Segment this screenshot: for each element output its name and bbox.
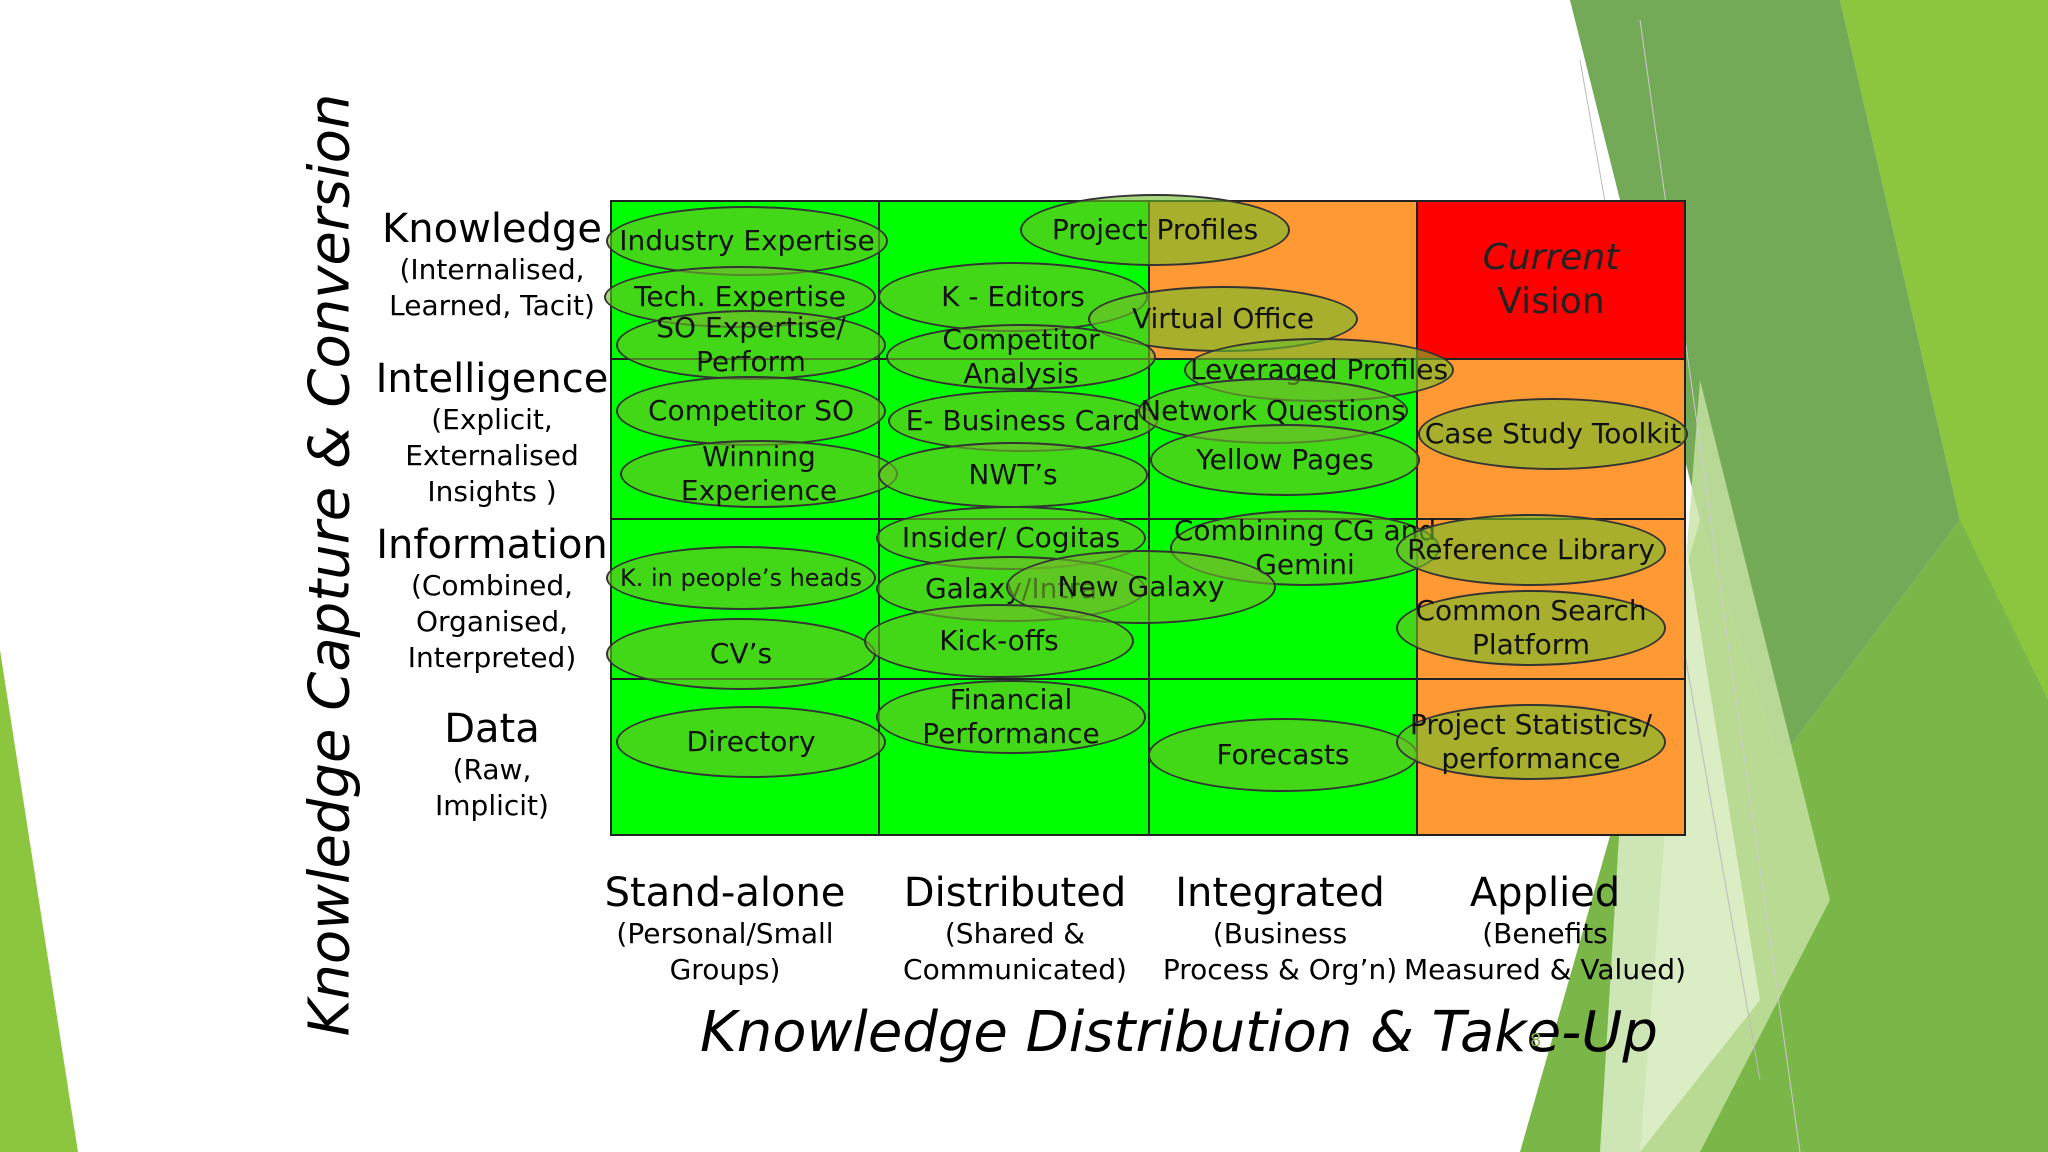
oval-k-editors: K - Editors [878, 262, 1148, 332]
col-subtitle: (Business Process & Org’n) [1162, 917, 1398, 986]
col-subtitle: (Benefits Measured & Valued) [1404, 917, 1686, 986]
oval-e-business-card: E- Business Card [888, 390, 1158, 452]
y-axis-title: Knowledge Capture & Conversion [297, 93, 363, 1037]
col-subtitle: (Shared & Communicated) [903, 917, 1127, 986]
col-label-standalone: Stand-alone (Personal/Small Groups) [590, 870, 860, 988]
oval-cvs: CV’s [606, 618, 876, 690]
col-title: Integrated [1175, 870, 1385, 916]
vision-line1: Current [1482, 237, 1620, 278]
oval-kick-offs: Kick-offs [864, 604, 1134, 678]
oval-project-profiles: Project Profiles [1020, 194, 1290, 266]
page-number: 8 [1530, 1030, 1542, 1051]
col-title: Stand-alone [604, 870, 846, 916]
row-label-knowledge: Knowledge (Internalised, Learned, Tacit) [372, 206, 612, 324]
row-subtitle: (Raw, Implicit) [435, 753, 549, 822]
col-title: Applied [1469, 870, 1621, 916]
oval-project-statistics: Project Statistics/ performance [1396, 704, 1666, 780]
row-subtitle: (Explicit, Externalised Insights ) [405, 403, 579, 508]
oval-forecasts: Forecasts [1148, 718, 1418, 792]
oval-nwts: NWT’s [878, 442, 1148, 508]
oval-k-in-peoples-heads: K. in people’s heads [606, 546, 876, 610]
row-title: Information [376, 522, 608, 568]
row-label-data: Data (Raw, Implicit) [372, 706, 612, 824]
oval-directory: Directory [616, 706, 886, 778]
oval-common-search-platform: Common Search Platform [1396, 590, 1666, 666]
oval-reference-library: Reference Library [1396, 514, 1666, 586]
col-label-applied: Applied (Benefits Measured & Valued) [1400, 870, 1690, 988]
oval-competitor-analysis: Competitor Analysis [886, 323, 1156, 390]
row-label-intelligence: Intelligence (Explicit, Externalised Ins… [372, 356, 612, 510]
oval-yellow-pages: Yellow Pages [1150, 424, 1420, 496]
row-title: Data [444, 706, 540, 752]
oval-case-study-toolkit: Case Study Toolkit [1418, 398, 1688, 470]
row-title: Knowledge [382, 206, 602, 252]
left-green-shard [0, 650, 78, 1152]
oval-competitor-so: Competitor SO [616, 376, 886, 446]
x-axis-title: Knowledge Distribution & Take-Up [700, 1000, 1658, 1065]
vision-line2: Vision [1497, 281, 1605, 322]
oval-financial-performance: Financial Performance [876, 680, 1146, 754]
current-vision-label: Current Vision [1418, 202, 1684, 358]
right-dark-green-shard [1570, 0, 1960, 760]
row-title: Intelligence [375, 356, 609, 402]
col-label-distributed: Distributed (Shared & Communicated) [880, 870, 1150, 988]
row-subtitle: (Internalised, Learned, Tacit) [389, 253, 595, 322]
col-subtitle: (Personal/Small Groups) [616, 917, 834, 986]
row-subtitle: (Combined, Organised, Interpreted) [407, 569, 577, 674]
oval-winning-experience: Winning Experience [620, 440, 898, 508]
col-title: Distributed [903, 870, 1127, 916]
oval-so-expertise: SO Expertise/ Perform [616, 310, 886, 380]
col-label-integrated: Integrated (Business Process & Org’n) [1140, 870, 1420, 988]
row-label-information: Information (Combined, Organised, Interp… [372, 522, 612, 676]
oval-industry-expertise: Industry Expertise [606, 206, 888, 276]
